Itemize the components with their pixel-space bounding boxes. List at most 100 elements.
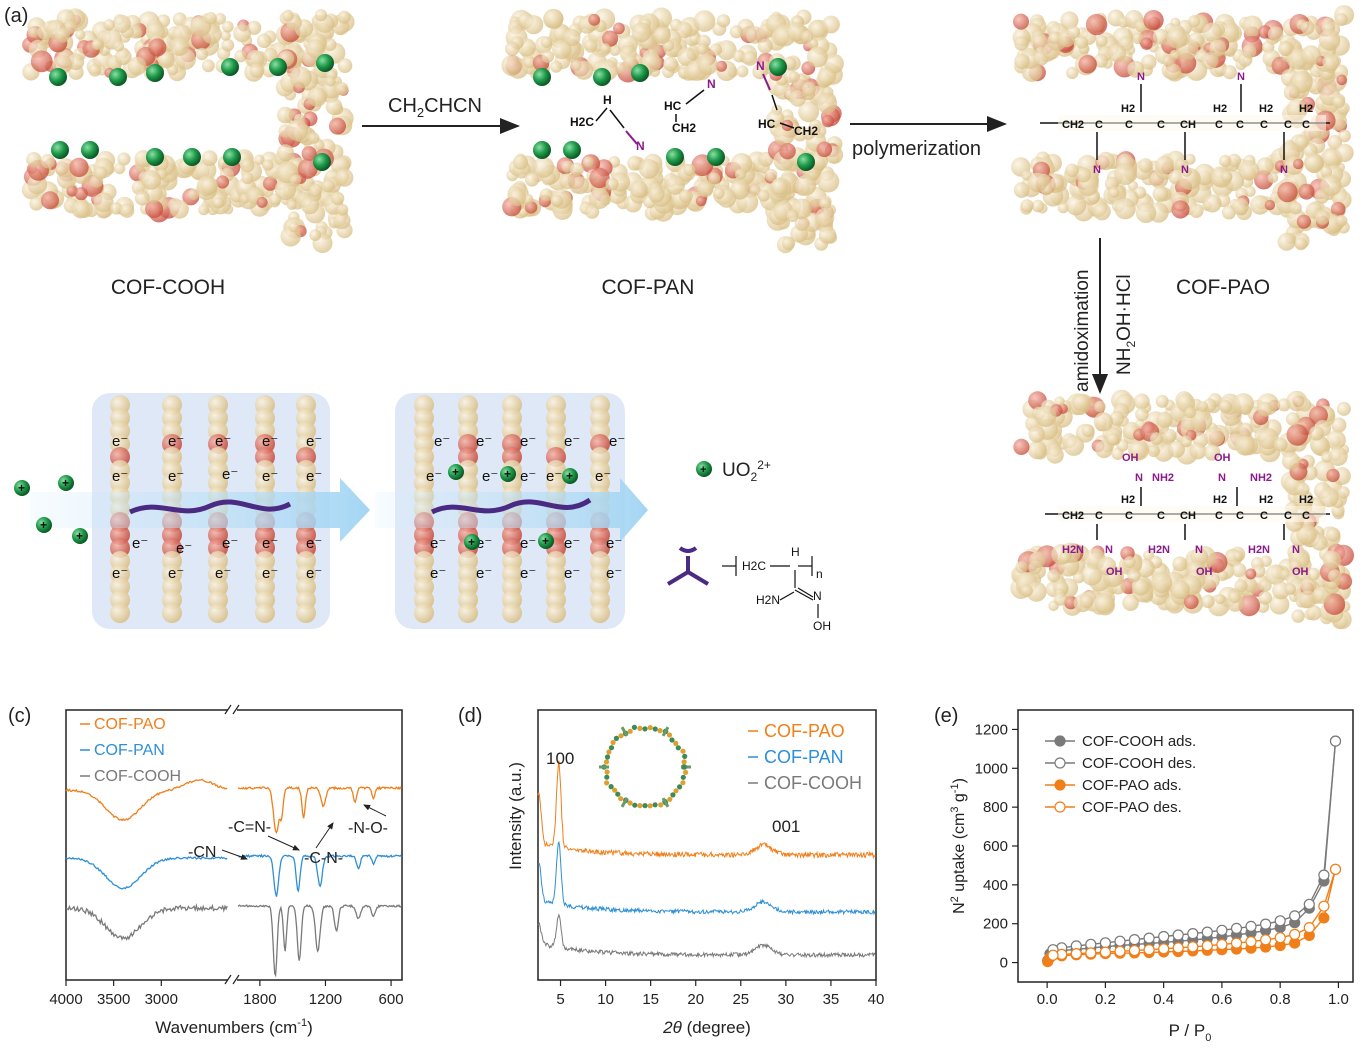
- cof-atom: [1204, 426, 1225, 447]
- pxrd-tick-label: 35: [823, 991, 840, 1008]
- cof-atom: [134, 190, 150, 206]
- carboxyl-ball: [563, 141, 581, 159]
- cof-atom: [1215, 594, 1226, 605]
- cof-atom: [1075, 36, 1089, 49]
- cof-atom: [1067, 25, 1081, 39]
- bet-legend-label: COF-PAO ads.: [1082, 777, 1182, 794]
- cof-atom: [1015, 561, 1028, 574]
- bet-y-tick-label: 600: [983, 838, 1008, 855]
- svg-text:C: C: [1302, 510, 1310, 522]
- svg-text:n: n: [816, 567, 823, 581]
- electron-label: e⁻: [132, 535, 148, 552]
- cof-atom: [1209, 39, 1227, 57]
- electron-label: e⁻: [112, 565, 128, 582]
- cof-atom: [1014, 53, 1030, 70]
- pxrd-legend-cof-pao: COF-PAO: [764, 721, 845, 741]
- cof-atom: [333, 212, 351, 230]
- cof-atom: [113, 162, 126, 175]
- cof-atom: [1013, 182, 1030, 198]
- cof-atom: [1232, 393, 1254, 415]
- electron-label: e⁻: [476, 565, 492, 582]
- bet-point: [1158, 930, 1170, 943]
- cof-atom: [1085, 13, 1108, 36]
- cof-atom: [582, 156, 594, 167]
- cof-atom: [1081, 424, 1095, 438]
- cof-atom: [1231, 198, 1249, 215]
- bet-point: [1047, 949, 1059, 961]
- inset-atom: [642, 726, 648, 732]
- svg-text:CH2: CH2: [1062, 119, 1084, 131]
- cof-atom: [1031, 34, 1048, 51]
- cof-atom: [1235, 435, 1256, 456]
- cof-atom: [709, 43, 723, 56]
- cof-atom: [675, 21, 693, 39]
- cof-atom: [1031, 199, 1045, 213]
- cof-atom: [200, 177, 218, 195]
- pillar-atom: [590, 603, 610, 623]
- pxrd-tick-label: 10: [597, 991, 614, 1008]
- cof-atom: [1285, 412, 1300, 426]
- uranyl-legend-icon: [696, 461, 712, 477]
- svg-text:N: N: [756, 59, 765, 73]
- cof-atom: [1143, 10, 1164, 31]
- electron-label: e⁻: [476, 535, 492, 552]
- cof-atom: [74, 187, 88, 201]
- svg-text:OH: OH: [1214, 452, 1231, 464]
- cof-atom: [1072, 393, 1091, 412]
- cof-atom: [337, 10, 351, 24]
- cof-atom: [583, 39, 598, 53]
- cof-atom: [818, 226, 837, 244]
- cof-atom: [114, 48, 132, 66]
- cof-atom: [1335, 143, 1354, 163]
- bet-y-tick-label: 200: [983, 916, 1008, 933]
- svg-text:H2: H2: [1213, 494, 1227, 506]
- cof-atom: [145, 200, 164, 219]
- cof-atom: [541, 50, 554, 63]
- svg-text:HC: HC: [758, 117, 776, 131]
- cof-atom: [263, 47, 278, 63]
- cof-atom: [1135, 202, 1157, 223]
- cof-atom: [1328, 446, 1348, 466]
- cof-atom: [195, 47, 209, 61]
- cof-atom: [1155, 394, 1169, 408]
- cof-atom: [249, 63, 265, 78]
- cof-atom: [1283, 84, 1300, 101]
- cof-atom: [1202, 22, 1223, 43]
- cof-atom: [309, 229, 322, 242]
- cof-atom: [1053, 592, 1068, 606]
- svg-text:N: N: [1237, 71, 1245, 83]
- cof-atom: [735, 168, 747, 180]
- cof-atom: [1289, 559, 1302, 573]
- svg-text:N: N: [1195, 544, 1203, 556]
- svg-text:C: C: [1095, 119, 1103, 131]
- inset-atom: [608, 745, 615, 751]
- cof-atom: [1293, 158, 1304, 170]
- cof-atom: [1013, 438, 1030, 455]
- cof-atom: [1286, 424, 1309, 446]
- cof-atom: [801, 81, 817, 96]
- electron-label: e⁻: [262, 535, 278, 552]
- pxrd-y-axis-title: Intensity (a.u.): [506, 762, 525, 870]
- bet-point: [1230, 937, 1243, 949]
- cof-atom: [1050, 176, 1064, 190]
- cof-atom: [798, 101, 820, 123]
- inset-node: [620, 726, 629, 737]
- electron-label: e⁻: [482, 468, 498, 485]
- cof-atom: [1298, 183, 1315, 200]
- svg-text:CH: CH: [1180, 510, 1196, 522]
- ftir-spectra: [65, 778, 403, 978]
- inset-atom: [642, 803, 648, 809]
- cof-atom: [1278, 41, 1293, 56]
- cof-atom: [1123, 556, 1136, 569]
- cof-atom: [1189, 442, 1207, 460]
- cof-atom: [1286, 99, 1308, 121]
- cof-atom: [742, 51, 758, 66]
- bet-y-tick-label: 400: [983, 877, 1008, 894]
- svg-text:C: C: [1260, 119, 1268, 131]
- uranyl-ion: [562, 468, 578, 484]
- cof-atom: [1326, 527, 1341, 542]
- pxrd-tick-label: 15: [642, 991, 659, 1008]
